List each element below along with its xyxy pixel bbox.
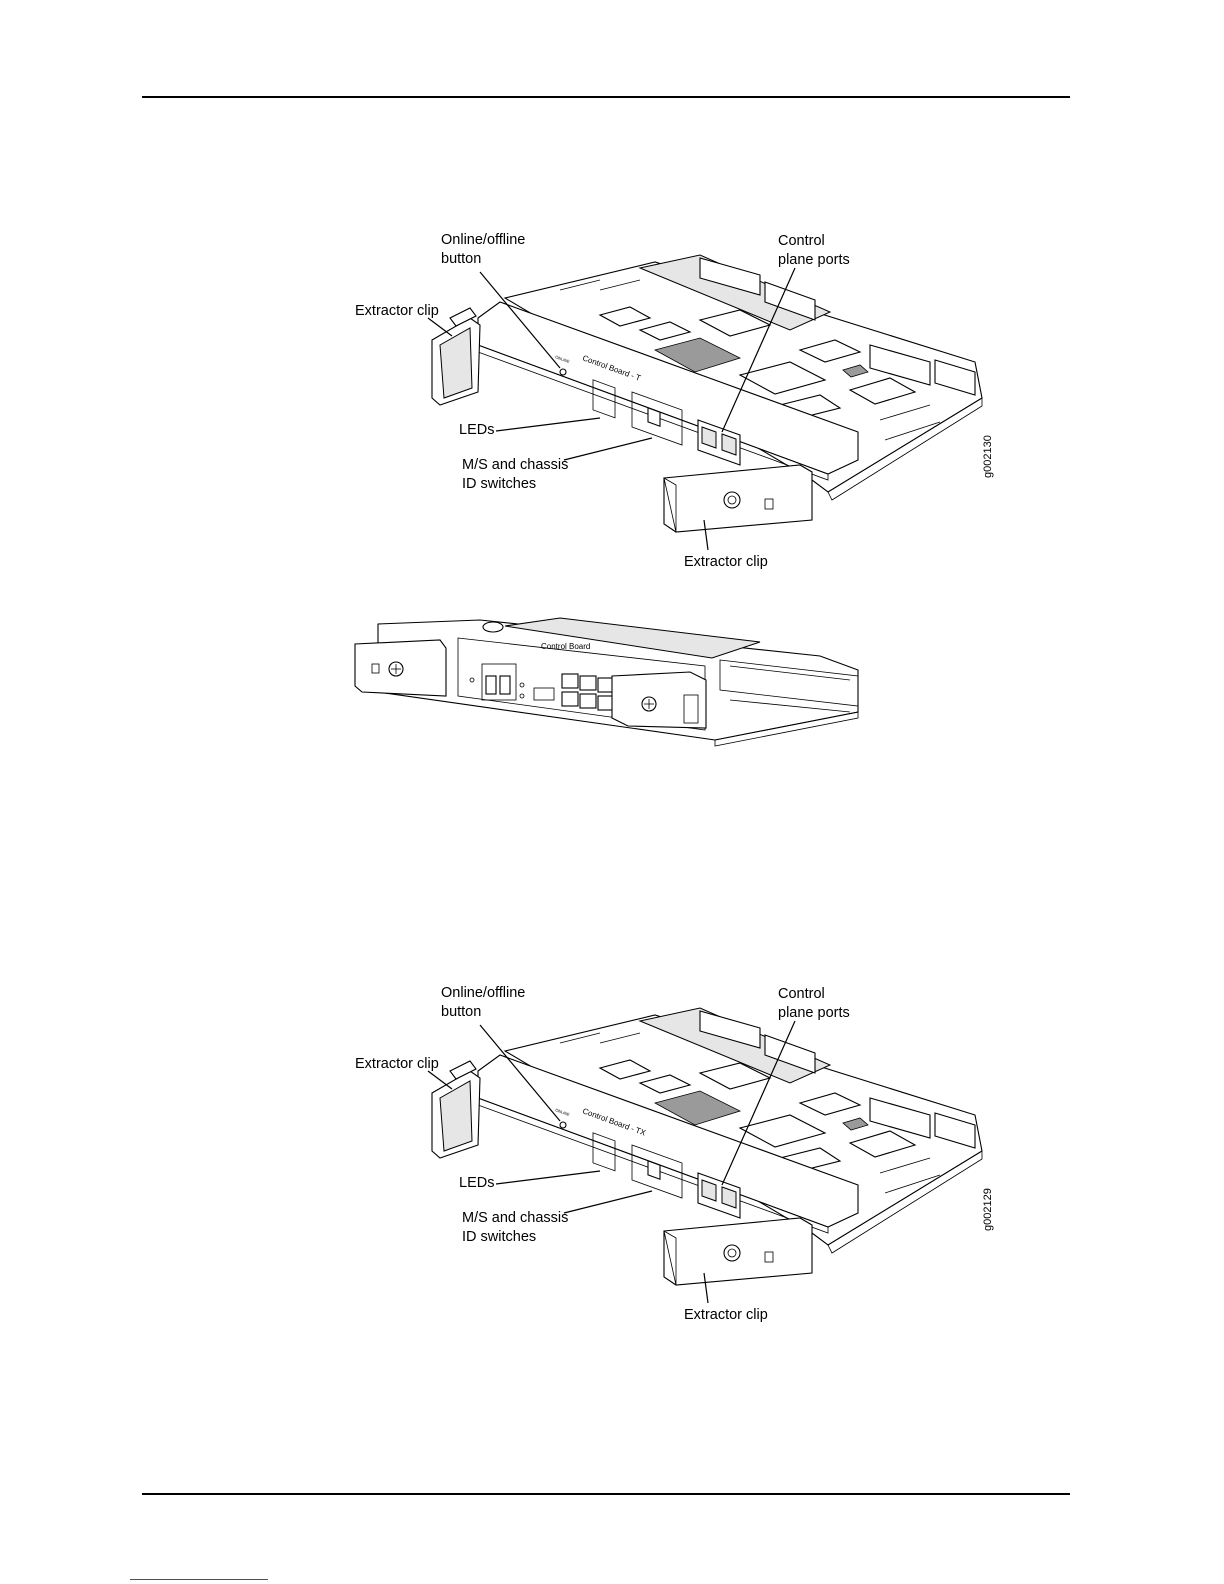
control-board-front-illustration: Control Board	[0, 600, 1224, 760]
online-offline-button-graphic	[560, 1122, 566, 1128]
extractor-clip-right-graphic	[612, 672, 706, 728]
online-offline-button-graphic	[560, 369, 566, 375]
callout-leds: LEDs	[459, 1174, 494, 1193]
figure-control-board-front: Control Board	[0, 600, 1224, 760]
footer-link-underline	[130, 1579, 268, 1580]
callout-control-plane-ports: Control plane ports	[778, 232, 850, 270]
figure-id: g002130	[982, 435, 994, 478]
control-board-tx-illustration: Control Board - TX ONLINE	[0, 753, 1224, 1353]
faceplate-label: Control Board	[541, 642, 590, 651]
callout-ms-chassis-switches: M/S and chassis ID switches	[462, 456, 568, 494]
callout-ms-chassis-switches: M/S and chassis ID switches	[462, 1209, 568, 1247]
callout-extractor-clip-left: Extractor clip	[355, 1055, 439, 1074]
callout-leds: LEDs	[459, 421, 494, 440]
callout-online-offline-button: Online/offline button	[441, 231, 525, 269]
callout-control-plane-ports: Control plane ports	[778, 985, 850, 1023]
callout-extractor-clip-left: Extractor clip	[355, 302, 439, 321]
figure-id: g002129	[982, 1188, 994, 1231]
callout-online-offline-button: Online/offline button	[441, 984, 525, 1022]
figure-control-board-t: Control Board - T ONLINE Online/offline …	[0, 0, 1224, 600]
callout-extractor-clip-right: Extractor clip	[684, 1306, 768, 1325]
figure-control-board-tx: Control Board - TX ONLINE Online/offline…	[0, 753, 1224, 1353]
footer-rule	[142, 1493, 1070, 1495]
control-board-t-illustration: Control Board - T ONLINE	[0, 0, 1224, 600]
callout-extractor-clip-right: Extractor clip	[684, 553, 768, 572]
